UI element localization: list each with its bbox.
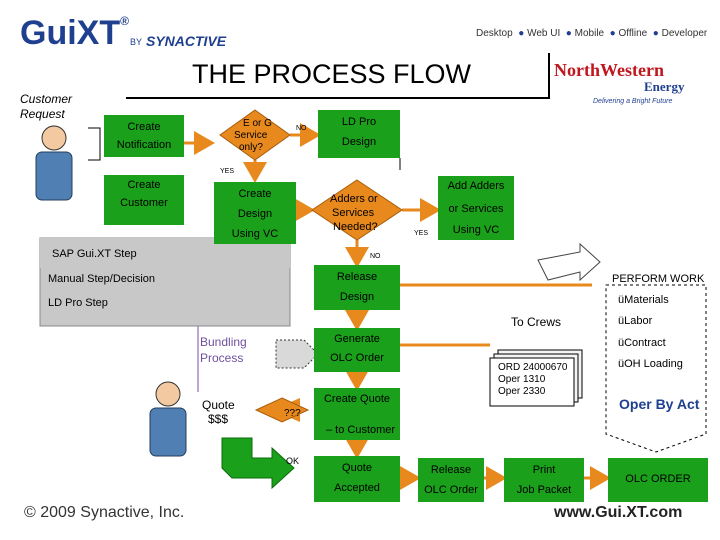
quote-accepted-line1: Quote [342,462,372,474]
no-label-2: NO [370,253,381,260]
add-adders-line2: or Services [448,203,504,215]
partner-logo-tagline: Delivering a Bright Future [593,98,673,105]
quote-line1: Quote [202,398,235,412]
legend-sap: SAP Gui.XT Step [52,248,137,260]
release-design-box: Release Design [314,265,400,310]
add-adders-line3: Using VC [452,224,500,236]
print-job-line2: Job Packet [516,484,572,496]
e-or-g-line2: Service [234,130,268,141]
logo-company: SYNACTIVE [146,33,227,49]
partner-logo-line1: NorthWestern [554,60,664,80]
olc-order-box: OLC ORDER [608,458,708,502]
bundling-line1: Bundling [200,335,247,349]
create-customer-line1: Create [127,179,161,191]
copyright: © 2009 Synactive, Inc. [24,504,185,521]
create-design-line2: Design [237,208,273,220]
create-design-line1: Create [238,188,272,200]
create-customer-line2: Customer [120,197,168,209]
create-quote-line1: Create Quote [323,393,391,405]
worker-figure-bottom [149,381,187,457]
e-or-g-line1: E or G [243,118,272,129]
create-notification-line2: Notification [116,139,172,151]
order-info-line2: Oper 1310 [498,374,546,385]
nav-desktop[interactable]: Desktop [476,28,513,39]
perform-work-title: PERFORM WORK [612,273,705,285]
order-info-line1: ORD 24000670 [498,362,568,373]
create-notification-line1: Create [127,121,161,133]
release-olc-box: Release OLC Order [418,458,484,502]
e-or-g-line3: only? [239,142,263,153]
worker-figure-top [35,125,73,201]
ld-pro-design-line2: Design [341,136,377,148]
create-quote-box: Create Quote [314,388,400,440]
olc-order-label: OLC ORDER [625,473,691,485]
guixt-logo: GuiXT® [20,14,129,53]
add-adders-line1: Add Adders [447,180,505,192]
order-info-line3: Oper 2330 [498,386,546,397]
generate-olc-line1: Generate [334,333,380,345]
perform-work-item-oh-loading: üOH Loading [618,358,683,370]
yes-label-1: YES [220,168,235,175]
quote-line2: $$$ [208,412,229,426]
adders-line3: Needed? [333,221,378,233]
title-box: THE PROCESS FLOW [126,53,550,99]
perform-work-item-labor: üLabor [618,315,653,327]
add-adders-box: Add Adders or Services Using VC [438,176,514,240]
release-design-line2: Design [339,291,375,303]
create-design-line3: Using VC [231,228,279,240]
bundling-line2: Process [200,351,244,365]
quote-accepted-box: Quote Accepted [314,456,400,502]
ld-pro-design-box: LD Pro Design [318,110,400,158]
nav-mobile[interactable]: Mobile [574,28,605,39]
nav-developer[interactable]: Developer [661,28,708,39]
legend-ldpro: LD Pro Step [48,297,108,309]
perform-work-item-materials: üMaterials [618,294,669,306]
oper-by-act: Oper By Act [619,396,700,412]
to-crews-label: To Crews [511,315,562,329]
ld-pro-design-line1: LD Pro [341,116,377,128]
generate-olc-line2: OLC Order [330,352,384,364]
quote-box: Quote $$$ [196,392,242,432]
quote-accepted-line2: Accepted [334,482,380,494]
ok-label: OK [286,456,300,466]
yes-label-2: YES [414,230,429,237]
release-olc-line1: Release [430,464,472,476]
adders-line2: Services [332,207,375,219]
adders-line1: Adders or [330,193,378,205]
footer-url[interactable]: www.Gui.XT.com [554,504,683,521]
page-title: THE PROCESS FLOW [192,59,472,89]
create-notification-box: Create Notification [104,115,184,157]
no-label-1: NO [296,125,307,132]
print-job-box: Print Job Packet [504,458,584,502]
nav-offline[interactable]: Offline [618,28,648,39]
logo-by: BY [130,37,143,47]
top-nav: Desktop ● Web UI ● Mobile ● Offline ● De… [476,28,708,39]
logo-registered: ® [120,14,129,28]
create-customer-box: Create Customer [104,175,184,225]
create-design-box: Create Design Using VC [214,182,296,244]
release-design-line1: Release [336,271,378,283]
generate-olc-box: Generate OLC Order [314,328,400,372]
customer-request-line1: Customer [20,92,73,106]
perform-work-item-contract: üContract [618,337,666,349]
partner-logo-line2: Energy [644,79,685,94]
create-quote-line2: – to Customer [326,424,396,436]
logo-brand: GuiXT [20,14,121,52]
legend-manual: Manual Step/Decision [48,273,156,285]
customer-request-line2: Request [20,107,65,121]
print-job-line1: Print [532,464,556,476]
question-marks: ??? [284,408,301,419]
release-olc-line2: OLC Order [424,484,478,496]
nav-web-ui[interactable]: Web UI [527,28,561,39]
